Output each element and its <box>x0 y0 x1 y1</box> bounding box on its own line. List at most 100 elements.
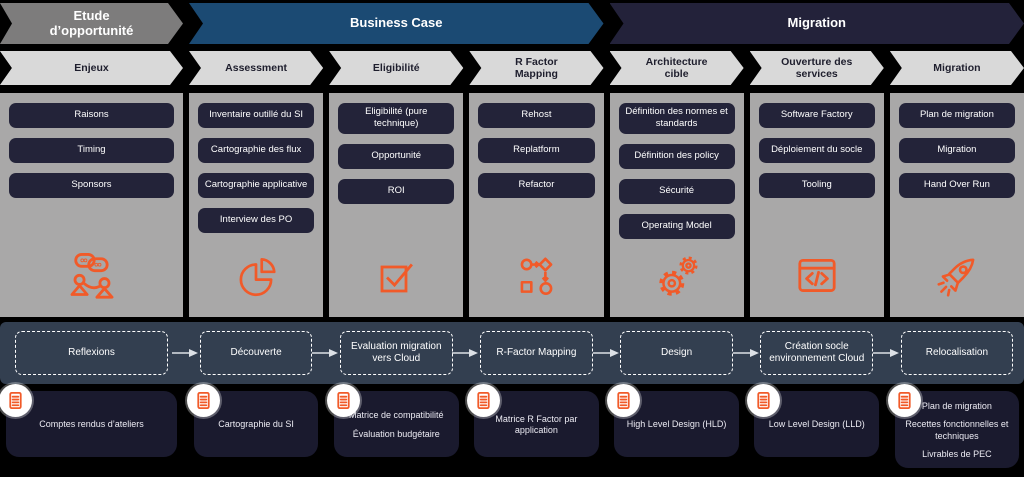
deliverable-cell: Low Level Design (LLD) <box>747 384 884 457</box>
flow-step-design: Design <box>620 331 733 375</box>
deliverable-card: Comptes rendus d’ateliers <box>0 384 177 457</box>
process-flow-band: Reflexions Découverte Evaluation migrati… <box>0 322 1024 384</box>
task-columns: Raisons Timing Sponsors Inventaire outil <box>0 93 1024 317</box>
flow-step-r-factor-mapping: R-Factor Mapping <box>480 331 593 375</box>
task-pill: Opportunité <box>338 143 455 169</box>
stage-column-architecture-cible: Définition des normes et standards Défin… <box>609 93 744 317</box>
stage-column-migration: Plan de migration Migration Hand Over Ru… <box>889 93 1024 317</box>
task-pill: Replatform <box>478 138 595 163</box>
phase-label: Migration <box>787 15 846 31</box>
stage-column-ouverture-services: Software Factory Déploiement du socle To… <box>749 93 884 317</box>
task-pill: Définition des normes et standards <box>618 103 735 134</box>
flow-cell: Découverte <box>172 322 323 384</box>
deliverable-item: Cartographie du SI <box>218 419 294 430</box>
checkbox-icon <box>372 253 420 301</box>
deliverable-cell: Cartographie du SI <box>186 384 323 457</box>
task-pill: Sécurité <box>618 178 735 204</box>
flow-cell: Design <box>592 322 744 384</box>
task-pill: Rehost <box>478 103 595 128</box>
phase-banner-migration: Migration <box>610 3 1024 44</box>
flow-step-decouverte: Découverte <box>199 331 313 375</box>
task-pill: Hand Over Run <box>898 173 1015 198</box>
deliverables-row: Comptes rendus d’ateliers Cartographie d… <box>0 384 1024 468</box>
stage-label: Eligibilité <box>372 61 420 74</box>
flow-cell: Evaluation migration vers Cloud <box>312 322 463 384</box>
phase-label: Etude d’opportunité <box>49 7 134 38</box>
stage-chevron-ouverture-services: Ouverture des services <box>750 51 884 85</box>
task-pill: Interview des PO <box>198 208 315 233</box>
deliverable-item: Évaluation budgétaire <box>352 428 440 439</box>
flow-step-relocalisation: Relocalisation <box>900 331 1014 375</box>
task-pill: Timing <box>9 138 174 163</box>
deliverable-item: High Level Design (HLD) <box>626 419 727 430</box>
deliverable-item: Livrables de PEC <box>922 448 992 459</box>
stage-chevron-migration: Migration <box>890 51 1024 85</box>
stage-chevron-architecture-cible: Architecture cible <box>610 51 744 85</box>
flow-cell: Création socle environnement Cloud <box>732 322 884 384</box>
stage-label: Enjeux <box>74 61 109 74</box>
task-pill: Plan de migration <box>898 103 1015 128</box>
arrow-right-icon <box>311 348 339 358</box>
task-pill: Eligibilité (pure technique) <box>338 103 455 134</box>
deliverable-card: Cartographie du SI <box>186 384 319 457</box>
document-icon <box>467 384 501 417</box>
document-icon <box>186 384 220 417</box>
arrow-right-icon <box>732 348 760 358</box>
stage-chevron-eligibilite: Eligibilité <box>329 51 463 85</box>
flow-step-evaluation-migration: Evaluation migration vers Cloud <box>339 331 453 375</box>
task-pill: Operating Model <box>618 213 735 239</box>
deliverable-card: Plan de migration Recettes fonctionnelle… <box>887 384 1020 468</box>
phase-banner-business-case: Business Case <box>189 3 604 44</box>
stage-chevron-assessment: Assessment <box>189 51 323 85</box>
task-pill: Inventaire outillé du SI <box>198 103 315 128</box>
flow-cell: Reflexions <box>0 322 183 384</box>
phase-banner-etude-opportunite: Etude d’opportunité <box>0 3 183 44</box>
stage-label: Ouverture des services <box>781 55 853 80</box>
stage-column-enjeux: Raisons Timing Sponsors <box>0 93 183 317</box>
deliverable-cell: Plan de migration Recettes fonctionnelle… <box>887 384 1024 468</box>
deliverable-card: Low Level Design (LLD) <box>747 384 880 457</box>
deliverable-item: Recettes fonctionnelles et techniques <box>905 419 1009 441</box>
task-pill: Software Factory <box>758 103 875 128</box>
stage-label: R Factor Mapping <box>514 55 558 80</box>
deliverable-card: High Level Design (HLD) <box>607 384 739 457</box>
stage-column-eligibilite: Eligibilité (pure technique) Opportunité… <box>329 93 464 317</box>
deliverable-item: Matrice R Factor par application <box>495 413 578 435</box>
task-pill: Déploiement du socle <box>758 138 875 163</box>
flow-step-creation-socle: Création socle environnement Cloud <box>760 331 874 375</box>
flow-step-reflexions: Reflexions <box>14 331 169 375</box>
deliverable-item: Low Level Design (LLD) <box>768 419 865 430</box>
pie-chart-icon <box>231 251 281 301</box>
deliverable-card: Matrice de compatibilité Évaluation budg… <box>326 384 459 457</box>
phase-banner-row: Etude d’opportunité Business Case Migrat… <box>0 3 1024 44</box>
task-pill: Cartographie applicative <box>198 173 315 198</box>
stage-label: Migration <box>933 61 981 74</box>
task-pill: Refactor <box>478 173 595 198</box>
document-icon <box>887 384 921 417</box>
deliverable-card: Matrice R Factor par application <box>467 384 599 457</box>
task-pill: Cartographie des flux <box>198 138 315 163</box>
task-pill: Migration <box>898 138 1015 163</box>
stage-chevron-r-factor-mapping: R Factor Mapping <box>469 51 603 85</box>
deliverable-item: Plan de migration <box>921 401 992 411</box>
flow-cell: Relocalisation <box>872 322 1024 384</box>
stage-label: Assessment <box>225 61 288 74</box>
discussion-icon <box>66 249 118 301</box>
stage-column-assessment: Inventaire outillé du SI Cartographie de… <box>189 93 324 317</box>
deliverable-item: Comptes rendus d’ateliers <box>39 419 144 430</box>
task-pill: Raisons <box>9 103 174 128</box>
arrow-right-icon <box>451 348 479 358</box>
stage-label: Architecture cible <box>645 55 708 80</box>
gears-icon <box>652 251 702 301</box>
task-pill: Tooling <box>758 173 875 198</box>
task-pill: Sponsors <box>9 173 174 198</box>
phase-label: Business Case <box>350 15 443 31</box>
deliverable-cell: Matrice de compatibilité Évaluation budg… <box>326 384 463 457</box>
rocket-icon <box>932 251 982 301</box>
deliverable-item: Matrice de compatibilité <box>348 410 444 421</box>
document-icon <box>747 384 781 417</box>
stage-chevron-row: Enjeux Assessment Eligibilité R Factor M… <box>0 51 1024 85</box>
arrow-right-icon <box>872 348 900 358</box>
document-icon <box>607 384 641 417</box>
